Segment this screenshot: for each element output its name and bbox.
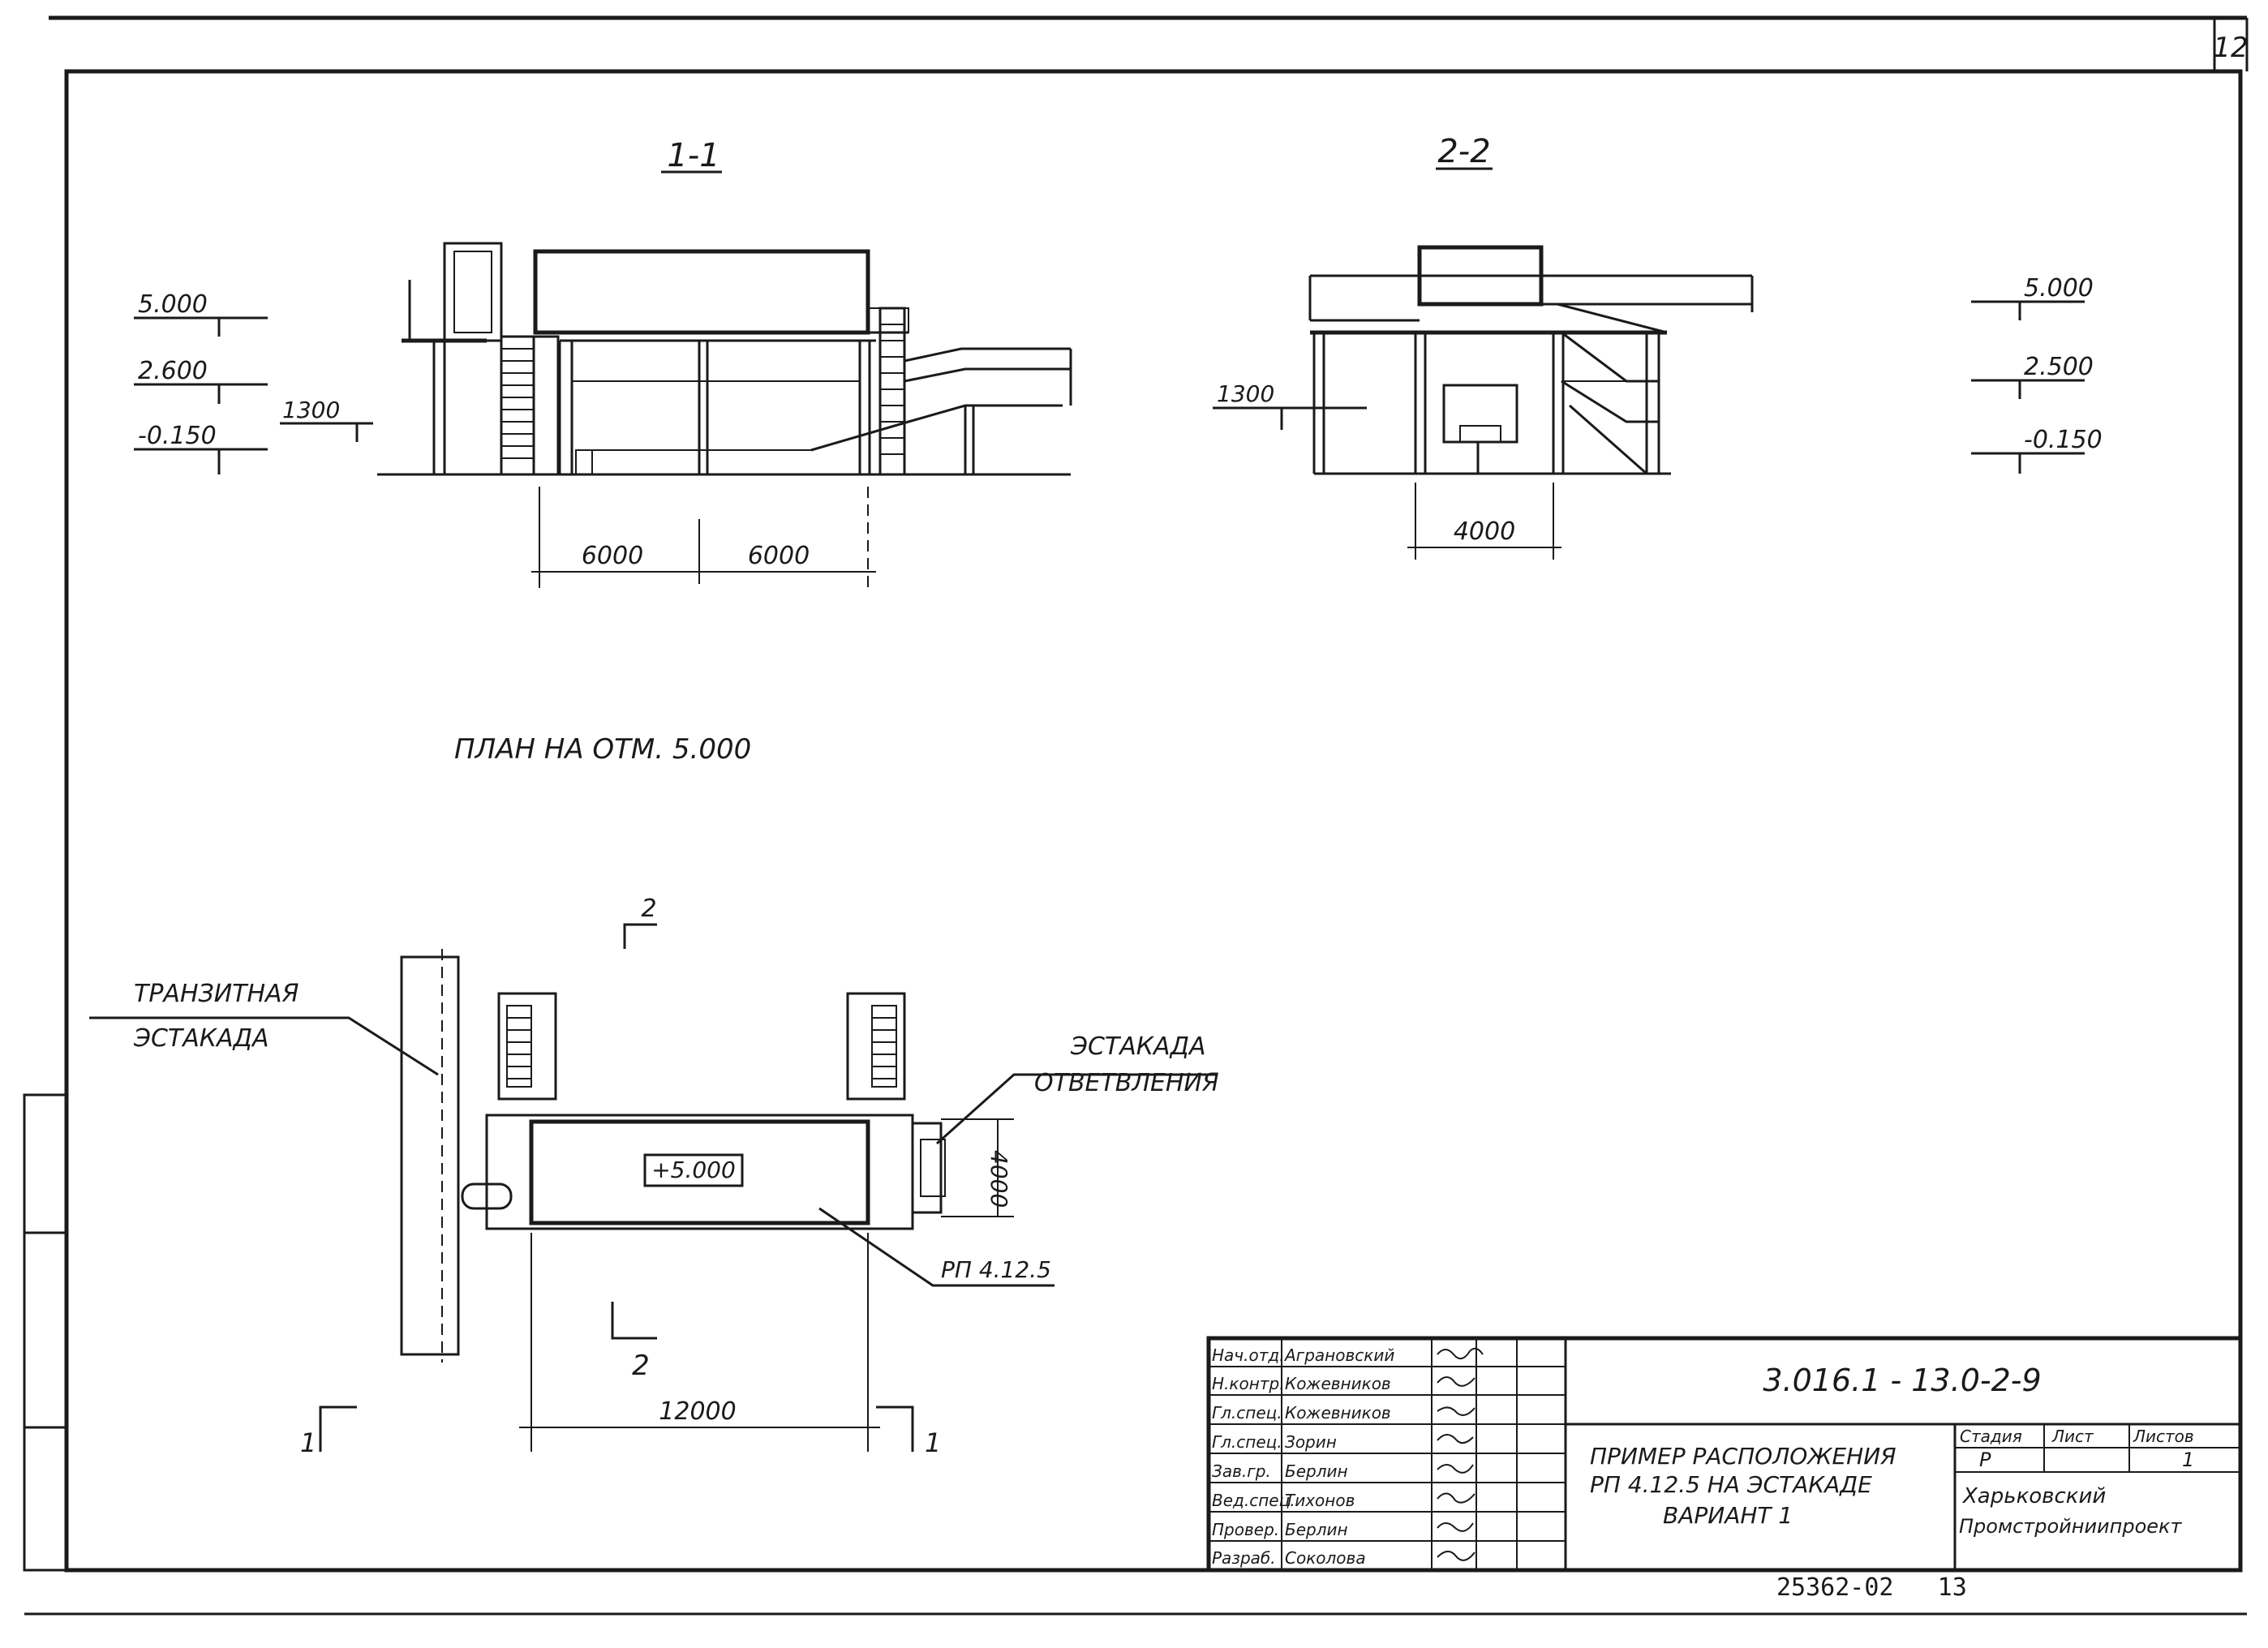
- name-2: Кожевников: [1285, 1374, 1391, 1393]
- title-line-3: ВАРИАНТ 1: [1663, 1502, 1793, 1529]
- title-line-1: ПРИМЕР РАСПОЛОЖЕНИЯ: [1590, 1443, 1896, 1470]
- sheet-header: Лист: [2051, 1427, 2094, 1446]
- name-7: Берлин: [1285, 1520, 1348, 1539]
- cut-2-bottom: 2: [632, 1350, 650, 1382]
- cut-2-top: 2: [641, 895, 656, 923]
- sheets-header: Листов: [2133, 1427, 2194, 1446]
- height-mark-1300: 1300: [282, 397, 340, 423]
- name-5: Берлин: [1285, 1461, 1348, 1481]
- org-line-2: Промстройниипроект: [1959, 1515, 2183, 1538]
- cut-1-right: 1: [925, 1427, 941, 1458]
- elevation-right-2500: 2.500: [2024, 353, 2094, 381]
- elevation-right-minus-0150: -0.150: [2024, 426, 2103, 454]
- name-6: Тихонов: [1285, 1491, 1355, 1510]
- sheet-frame: [23, 15, 2249, 1616]
- label-transit-1: ТРАНЗИТНАЯ: [134, 980, 299, 1008]
- platform-mark: +5.000: [651, 1157, 736, 1183]
- dim-6000-b: 6000: [748, 542, 810, 570]
- sheet-number: 12: [2213, 32, 2248, 64]
- label-transit-2: ЭСТАКАДА: [133, 1024, 269, 1053]
- stage-value: Р: [1979, 1448, 1991, 1471]
- role-4: Гл.спец.: [1212, 1432, 1282, 1452]
- role-7: Провер.: [1212, 1520, 1279, 1539]
- role-5: Зав.гр.: [1212, 1461, 1271, 1481]
- title-line-2: РП 4.12.5 НА ЭСТАКАДЕ: [1590, 1471, 1872, 1498]
- doc-code: 3.016.1 - 13.0-2-9: [1763, 1363, 2041, 1398]
- role-1: Нач.отд.: [1212, 1345, 1285, 1365]
- plan-view: ПЛАН НА ОТМ. 5.000 ТРАНЗИТНАЯ ЭСТАКАДА +…: [89, 733, 1219, 1458]
- role-2: Н.контр.: [1212, 1374, 1285, 1393]
- plan-title: ПЛАН НА ОТМ. 5.000: [454, 733, 751, 766]
- elevation-right-5000: 5.000: [2024, 274, 2094, 303]
- cut-1-left: 1: [300, 1427, 316, 1458]
- dim-4000-plan: 4000: [986, 1150, 1012, 1208]
- stage-header: Стадия: [1960, 1427, 2022, 1446]
- equipment-label: РП 4.12.5: [941, 1256, 1051, 1283]
- name-4: Зорин: [1285, 1432, 1337, 1452]
- label-branch-1: ЭСТАКАДА: [1070, 1032, 1206, 1061]
- sheets-value: 1: [2182, 1448, 2194, 1471]
- role-8: Разраб.: [1212, 1548, 1276, 1568]
- name-3: Кожевников: [1285, 1403, 1391, 1423]
- title-block: 3.016.1 - 13.0-2-9 Нач.отд. Аграновский …: [1206, 1336, 2243, 1573]
- org-line-1: Харьковский: [1961, 1484, 2106, 1509]
- elevation-2600: 2.600: [138, 357, 208, 385]
- role-6: Вед.спец.: [1212, 1491, 1295, 1510]
- label-branch-2: ОТВЕТВЛЕНИЯ: [1034, 1069, 1219, 1097]
- elevation-minus-0150: -0.150: [138, 422, 217, 450]
- section-1-1-title: 1-1: [667, 137, 719, 174]
- dim-6000-a: 6000: [582, 542, 643, 570]
- footer-code: 25362-02 13: [1776, 1573, 1967, 1602]
- name-1: Аграновский: [1283, 1345, 1394, 1365]
- section-2-2: 2-2 5.000 2.500 -0.150 1300: [1213, 133, 2103, 560]
- section-2-2-title: 2-2: [1437, 133, 1490, 170]
- section-1-1: 1-1 5.000 2.600 -0.150 1300: [134, 137, 1072, 588]
- height-mark-2-2: 1300: [1217, 380, 1274, 407]
- role-3: Гл.спец.: [1212, 1403, 1282, 1423]
- signature-scribbles: [1437, 1347, 1484, 1561]
- dim-4000-section: 4000: [1454, 517, 1515, 546]
- elevation-5000: 5.000: [138, 290, 208, 319]
- name-8: Соколова: [1285, 1548, 1366, 1568]
- dim-12000: 12000: [659, 1397, 736, 1426]
